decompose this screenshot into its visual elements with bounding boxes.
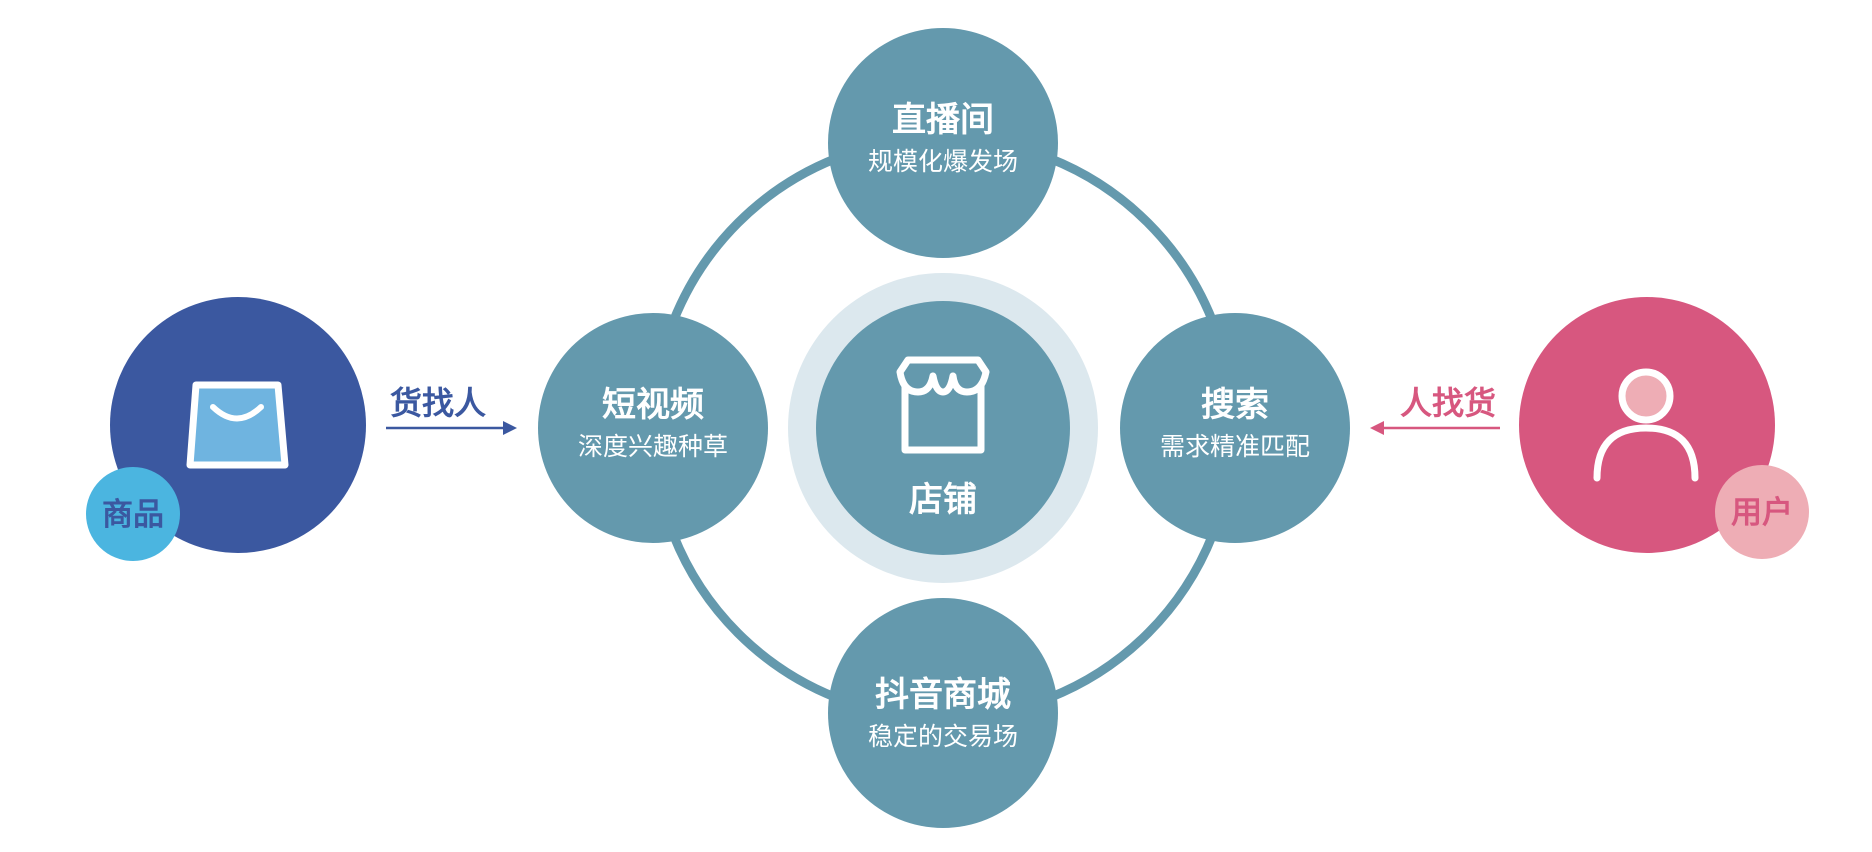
user-arrow-head <box>1370 421 1384 435</box>
person-icon <box>1593 368 1699 482</box>
goods-arrow-head <box>503 421 517 435</box>
node-short-video-title: 短视频 <box>602 385 704 425</box>
node-douyin-mall-title: 抖音商城 <box>875 675 1011 715</box>
goods-arrow-label: 货找人 <box>390 384 486 422</box>
goods-badge <box>86 467 180 561</box>
node-douyin-mall <box>828 598 1058 828</box>
storefront-icon <box>896 356 990 454</box>
node-douyin-mall-subtitle: 稳定的交易场 <box>868 722 1018 751</box>
node-search-title: 搜索 <box>1201 385 1269 425</box>
node-livestream <box>828 28 1058 258</box>
node-search-subtitle: 需求精准匹配 <box>1160 432 1310 461</box>
node-short-video-subtitle: 深度兴趣种草 <box>578 432 728 461</box>
node-livestream-title: 直播间 <box>892 100 994 140</box>
user-arrow-label: 人找货 <box>1400 384 1496 422</box>
user-badge <box>1715 465 1809 559</box>
node-short-video <box>538 313 768 543</box>
shopping-bag-icon <box>186 381 289 469</box>
center-store-label: 店铺 <box>909 480 977 520</box>
node-livestream-subtitle: 规模化爆发场 <box>868 147 1018 176</box>
user-badge-label: 用户 <box>1731 495 1793 531</box>
node-search <box>1120 313 1350 543</box>
center-store-node <box>816 301 1070 555</box>
goods-badge-label: 商品 <box>102 497 164 533</box>
